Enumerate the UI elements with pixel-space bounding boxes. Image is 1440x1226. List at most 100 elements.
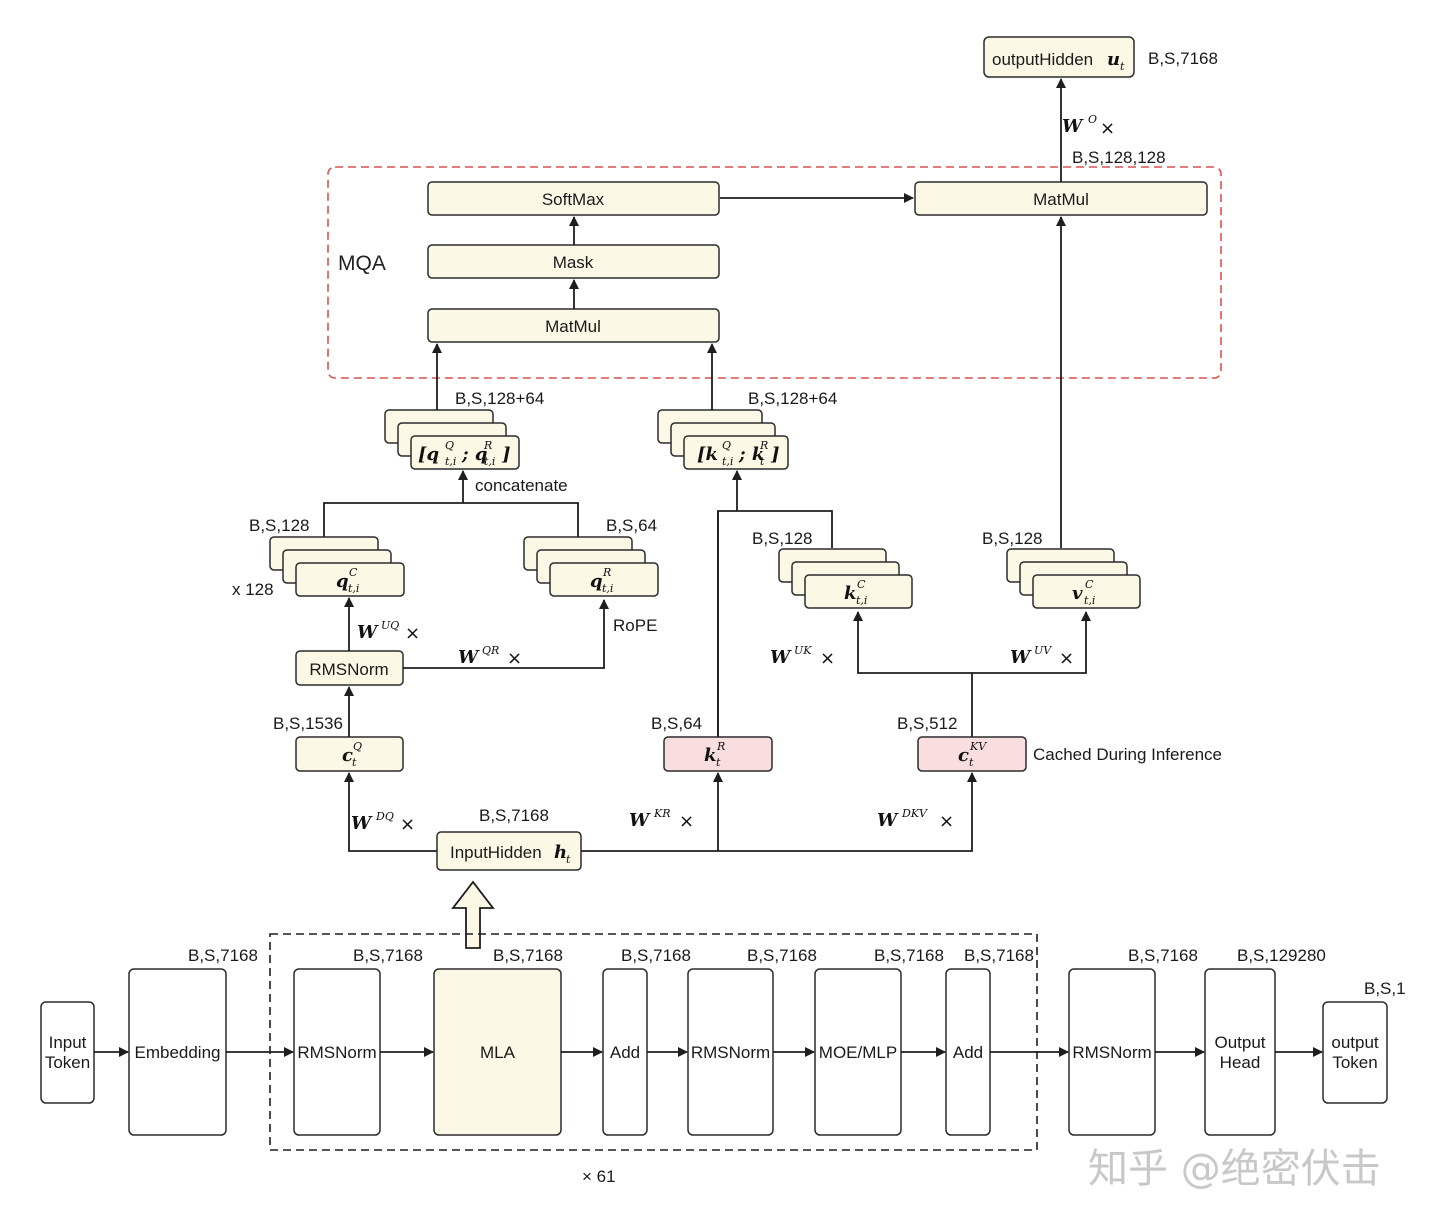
svg-text:Mask: Mask xyxy=(553,253,594,272)
svg-text:t: t xyxy=(1120,60,1125,73)
output-hidden-node: outputHidden u t xyxy=(983,36,1135,78)
kr-node: k R t xyxy=(663,736,773,772)
svg-text:t,i: t,i xyxy=(856,594,867,607)
svg-text:R: R xyxy=(759,439,768,452)
rmsnorm-q-node: RMSNorm xyxy=(295,650,404,686)
svg-text:×: × xyxy=(507,648,522,669)
moe-mlp-shape: B,S,7168 xyxy=(874,946,944,965)
rmsnorm-final-label: RMSNorm xyxy=(1072,1043,1151,1062)
softmax-node: SoftMax xyxy=(427,181,720,216)
svg-text:W: W xyxy=(458,647,480,668)
mla-shape: B,S,7168 xyxy=(493,946,563,965)
output-hidden-shape: B,S,7168 xyxy=(1148,49,1218,68)
wo-shape: B,S,128,128 xyxy=(1072,148,1166,167)
svg-text:×: × xyxy=(820,648,835,669)
svg-text:; k: ; k xyxy=(738,444,764,465)
svg-text:QR: QR xyxy=(482,644,499,657)
svg-text:k: k xyxy=(704,745,716,766)
svg-text:×: × xyxy=(679,811,694,832)
vc-shape: B,S,128 xyxy=(982,529,1043,548)
svg-text:×: × xyxy=(939,811,954,832)
svg-text:×: × xyxy=(405,623,420,644)
output-token-label: output xyxy=(1331,1033,1379,1052)
layer-repeat-label: × 61 xyxy=(582,1167,616,1186)
svg-text:; q: ; q xyxy=(461,444,488,465)
w-dq-label: W DQ × xyxy=(351,810,415,835)
rmsnorm-2-label: RMSNorm xyxy=(691,1043,770,1062)
svg-text:t: t xyxy=(760,455,765,468)
svg-text:R: R xyxy=(602,566,611,579)
matmul-qk-node: MatMul xyxy=(427,308,720,343)
arrow-ckv-to-vc xyxy=(972,611,1091,674)
svg-text:t: t xyxy=(566,853,571,866)
svg-text:t,i: t,i xyxy=(445,455,456,468)
svg-text:t: t xyxy=(352,756,357,769)
rmsnorm-final-node: RMSNorm B,S,7168 xyxy=(1068,946,1198,1136)
ckv-shape: B,S,512 xyxy=(897,714,958,733)
output-token-label: Token xyxy=(1332,1053,1377,1072)
qc-repeat-label: x 128 xyxy=(232,580,274,599)
svg-text:KV: KV xyxy=(969,740,987,753)
w-uv-label: W UV × xyxy=(1010,644,1074,669)
svg-text:[q: [q xyxy=(418,444,439,465)
rmsnorm-final-shape: B,S,7168 xyxy=(1128,946,1198,965)
svg-text:Q: Q xyxy=(353,740,362,753)
qr-stack: q R t,i xyxy=(523,536,659,597)
svg-text:k: k xyxy=(844,583,856,604)
cq-node: c Q t xyxy=(295,736,404,772)
wo-weight-label: W O × xyxy=(1062,113,1115,139)
qr-shape: B,S,64 xyxy=(606,516,657,535)
arrow-h-to-cq xyxy=(344,772,437,852)
svg-text:DQ: DQ xyxy=(375,810,394,823)
kc-stack: k C t,i xyxy=(778,548,913,609)
svg-text:UK: UK xyxy=(794,644,812,657)
svg-text:RMSNorm: RMSNorm xyxy=(309,660,388,679)
qc-stack: q C t,i xyxy=(269,536,405,597)
svg-text:KR: KR xyxy=(653,807,671,820)
k-concat-stack: [k Q t,i ; k R t ] xyxy=(657,409,789,470)
arrow-ckv-to-kc xyxy=(853,611,973,737)
add-2-shape: B,S,7168 xyxy=(964,946,1034,965)
svg-text:C: C xyxy=(349,566,358,579)
input-token-label: Input xyxy=(49,1033,87,1052)
mla-expand-arrow xyxy=(451,880,495,949)
output-hidden-label: outputHidden xyxy=(992,50,1093,69)
mqa-region xyxy=(327,166,1222,379)
decoder-layer-region xyxy=(269,933,1038,1151)
ckv-node: c KV t xyxy=(917,736,1027,772)
svg-text:×: × xyxy=(400,814,415,835)
svg-text:InputHidden: InputHidden xyxy=(450,843,542,862)
rmsnorm-1-shape: B,S,7168 xyxy=(353,946,423,965)
svg-text:SoftMax: SoftMax xyxy=(542,190,605,209)
svg-text:]: ] xyxy=(501,444,511,465)
output-head-shape: B,S,129280 xyxy=(1237,946,1326,965)
output-head-label: Output xyxy=(1214,1033,1265,1052)
svg-text:t,i: t,i xyxy=(1084,594,1095,607)
svg-text:W: W xyxy=(357,622,379,643)
svg-text:c: c xyxy=(342,745,353,766)
input-hidden-shape: B,S,7168 xyxy=(479,806,549,825)
cq-shape: B,S,1536 xyxy=(273,714,343,733)
svg-text:q: q xyxy=(590,571,603,592)
svg-text:h: h xyxy=(554,842,567,863)
add-1-shape: B,S,7168 xyxy=(621,946,691,965)
output-token-shape: B,S,1 xyxy=(1364,979,1406,998)
q-concat-shape: B,S,128+64 xyxy=(455,389,544,408)
svg-text:t,i: t,i xyxy=(348,582,359,595)
input-hidden-node: InputHidden h t xyxy=(436,831,582,871)
svg-text:UV: UV xyxy=(1034,644,1052,657)
svg-text:R: R xyxy=(483,439,492,452)
vc-stack: v C t,i xyxy=(1006,548,1141,609)
svg-text:DKV: DKV xyxy=(901,807,928,820)
svg-text:MatMul: MatMul xyxy=(1033,190,1089,209)
cached-during-inference-note: Cached During Inference xyxy=(1033,745,1222,764)
svg-text:q: q xyxy=(336,571,349,592)
svg-text:W: W xyxy=(770,647,792,668)
